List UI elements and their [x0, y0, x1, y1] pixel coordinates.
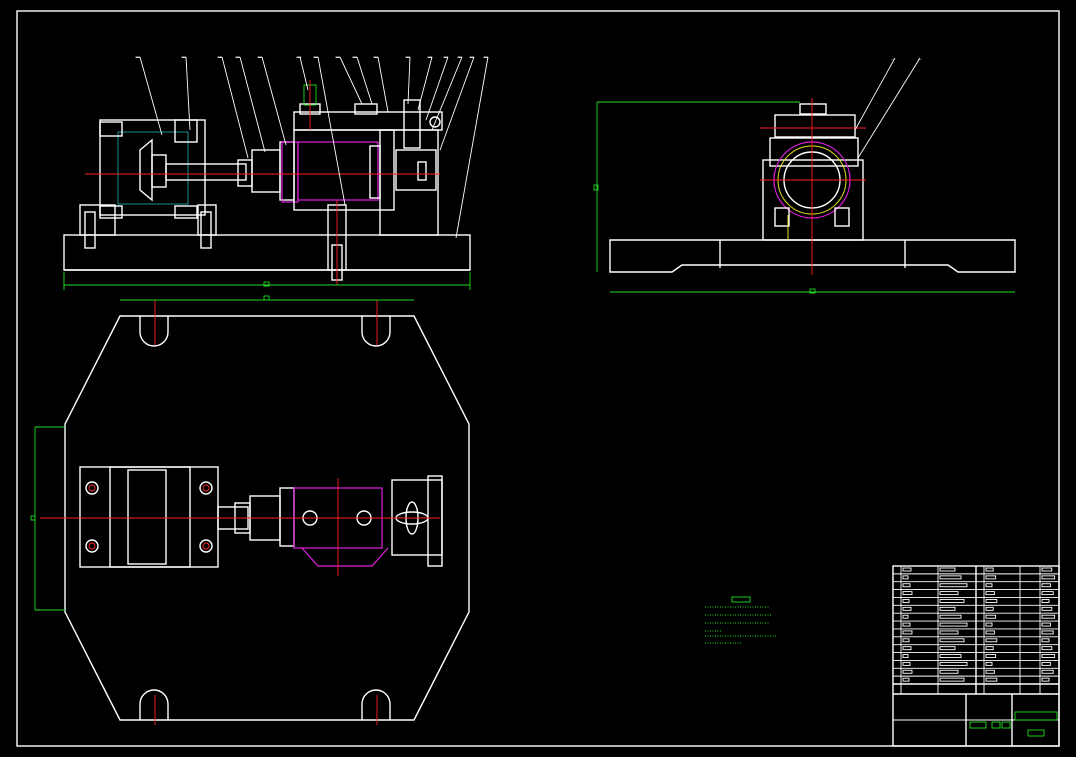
parts-list-cell-text	[985, 567, 994, 572]
parts-list-cell-text	[902, 614, 909, 619]
parts-list-cell-text	[902, 630, 913, 635]
svg-text:_: _	[336, 51, 340, 58]
parts-list-cell-text	[985, 654, 997, 658]
svg-text:_: _	[891, 53, 895, 60]
svg-text:_: _	[314, 51, 318, 58]
parts-list-cell-text	[939, 654, 962, 658]
parts-list-cell-text	[1041, 630, 1054, 635]
parts-list-cell-text	[985, 583, 993, 588]
parts-list-cell-text	[902, 638, 910, 643]
parts-list-cell-text	[1041, 661, 1051, 666]
parts-list-cell-text	[939, 583, 968, 588]
parts-list-cell-text	[1041, 646, 1053, 651]
drawing-border	[16, 10, 1060, 747]
parts-list-cell-text	[939, 599, 965, 603]
parts-list-cell-text	[939, 661, 968, 666]
parts-list-cell-text	[985, 622, 993, 627]
parts-list-cell-text	[985, 614, 997, 619]
parts-list-cell-text	[985, 661, 993, 666]
parts-list-cell-text	[902, 591, 913, 596]
svg-text:_: _	[374, 51, 378, 58]
parts-list-cell-text	[985, 669, 995, 674]
parts-list-cell-text	[1041, 622, 1051, 627]
svg-text:_: _	[470, 51, 474, 58]
svg-text:_: _	[218, 51, 222, 58]
parts-list-cell-text	[939, 575, 962, 580]
parts-list-cell-text	[939, 567, 956, 572]
svg-text:_: _	[458, 51, 462, 58]
svg-text:_: _	[484, 51, 488, 58]
parts-list-cell-text	[902, 669, 913, 674]
parts-list-cell-text	[902, 599, 910, 603]
parts-list-cell-text	[1041, 606, 1053, 611]
svg-text:_: _	[406, 51, 410, 58]
parts-list-cell-text	[985, 606, 994, 611]
svg-text:_: _	[136, 51, 140, 58]
parts-list-cell-text	[939, 638, 965, 643]
parts-list-cell-text	[1041, 567, 1053, 572]
svg-text:_: _	[236, 51, 240, 58]
parts-list-cell-text	[1041, 654, 1056, 658]
parts-list-cell-text	[939, 669, 959, 674]
side-view: _ _	[593, 53, 1016, 294]
parts-list-cell-text	[902, 567, 912, 572]
parts-list-cell-text	[902, 575, 909, 580]
parts-list-cell-text	[985, 599, 998, 603]
parts-list-cell-text	[902, 677, 910, 682]
parts-list-cell-text	[939, 677, 965, 682]
parts-list-cell-text	[939, 614, 962, 619]
front-section-view: _ _ _ _ _ _ _ _ _ _ _ _ _ _ _ _	[63, 51, 488, 290]
svg-text:_: _	[182, 51, 186, 58]
parts-list-cell-text	[985, 677, 998, 682]
parts-list-cell-text	[902, 583, 911, 588]
parts-list-cell-text	[985, 575, 997, 580]
title-block	[892, 565, 1060, 747]
parts-list-cell-text	[1041, 638, 1050, 643]
parts-list-cell-text	[985, 638, 998, 643]
parts-list-cell-text	[939, 591, 959, 596]
parts-list-cell-text	[1041, 591, 1054, 596]
svg-text:_: _	[428, 51, 432, 58]
parts-list-cell-text	[902, 654, 909, 658]
svg-text:_: _	[258, 51, 262, 58]
parts-list-cell-text	[985, 646, 994, 651]
parts-list-cell-text	[939, 622, 968, 627]
parts-list-cell-text	[902, 646, 912, 651]
svg-text:_: _	[297, 51, 301, 58]
parts-list-cell-text	[939, 606, 956, 611]
parts-list-cell-text	[1041, 583, 1051, 588]
svg-text:_: _	[918, 53, 922, 60]
parts-list-cell-text	[939, 646, 956, 651]
balloon-leaders-front: _ _ _ _ _ _ _ _ _ _ _ _ _ _ _ _	[136, 51, 488, 239]
parts-list-cell-text	[1041, 669, 1054, 674]
parts-list-cell-text	[1041, 677, 1050, 682]
technical-notes-block	[705, 596, 776, 644]
parts-list-cell-text	[902, 622, 911, 627]
svg-text:_: _	[444, 51, 448, 58]
parts-list-cell-text	[1041, 575, 1056, 580]
svg-text:_: _	[353, 51, 357, 58]
parts-list-cell-text	[902, 606, 912, 611]
parts-list-cell-text	[939, 630, 959, 635]
parts-list-cell-text	[1041, 599, 1050, 603]
top-view	[30, 295, 470, 725]
parts-list-cell-text	[985, 630, 995, 635]
parts-list-cell-text	[985, 591, 995, 596]
parts-list-cell-text	[902, 661, 911, 666]
parts-list-cell-text	[1041, 614, 1056, 619]
